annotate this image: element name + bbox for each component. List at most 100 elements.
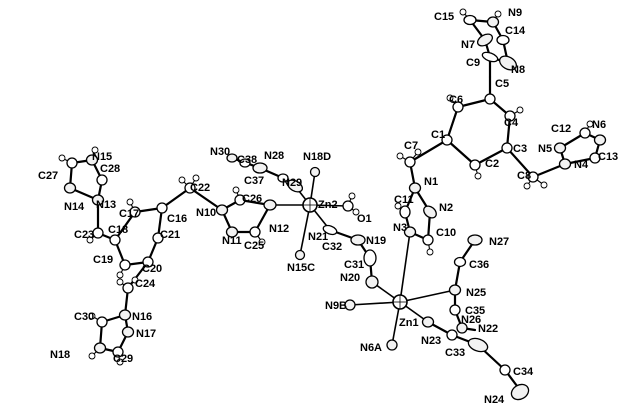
atom-label: C13 [598,151,618,163]
atom-label: C37 [244,175,264,187]
atom [192,174,200,182]
atom [234,194,246,206]
atom [589,152,601,164]
atom-label: N23 [421,335,441,347]
atom [116,278,124,286]
atom [494,10,502,18]
atom [510,383,530,401]
atom-label: C36 [469,259,489,271]
atom [112,346,124,358]
atom-label: N30 [210,146,230,158]
atom-label: N25 [466,287,486,299]
atom [558,158,572,170]
atom [239,158,251,168]
atom [109,234,121,246]
atom [322,224,338,236]
atom-label: N19 [366,235,386,247]
atom [277,173,289,183]
atom-label: N27 [489,236,509,248]
atom [58,154,66,162]
atom [459,8,467,16]
bond [299,204,311,256]
atom [423,205,437,219]
atom-label: C30 [74,311,94,323]
atom [484,93,496,105]
atom [421,316,435,328]
atom [258,238,266,246]
atom [286,179,304,193]
atom [122,282,134,294]
atom [96,316,108,328]
atom-label: C6 [449,94,463,106]
atom [386,339,398,351]
atom [352,208,360,216]
atom [86,236,94,244]
atom [294,249,306,261]
atom [426,248,434,256]
atom-label: N28 [264,150,284,162]
atom [408,182,422,194]
atom [496,34,510,46]
atom [226,153,238,163]
atom [403,226,417,238]
atom [498,55,518,71]
atom [178,176,186,184]
atoms [63,14,607,401]
atom [593,134,607,146]
atom [225,226,239,238]
atom [91,146,99,154]
bond [408,138,449,164]
atom [474,172,482,180]
atom [396,152,404,160]
atom-label: C29 [113,353,133,365]
atom [504,110,516,122]
bond [113,210,137,242]
atom [467,234,483,246]
atom [394,202,402,210]
atom [456,322,468,334]
atom-label: C12 [551,123,571,135]
bond [399,231,411,303]
atom-label: C21 [160,229,180,241]
atom-label: N15 [92,151,112,163]
atom [501,142,513,154]
atom-label: N10 [196,207,216,219]
atom [88,352,96,360]
atom-label: C31 [344,259,364,271]
atom-label: N24 [484,394,505,406]
atom-label: C25 [244,240,264,252]
atom [263,199,277,211]
atom [116,271,124,279]
atom-label: C16 [167,213,187,225]
atom-label: C33 [445,347,465,359]
atom [118,309,132,321]
atom [252,162,268,174]
atom [91,194,105,206]
atom [119,259,131,271]
atom-label: C15 [434,11,454,23]
atom-label: N8 [511,64,525,76]
atom-label: N17 [136,328,156,340]
atom-label: N14 [64,201,85,213]
atom [540,181,548,189]
atom [215,204,229,216]
atom [184,182,196,194]
atom-label: C5 [495,78,509,90]
atom-label: C34 [513,366,534,378]
atom-label: N29 [282,177,302,189]
atom [452,101,464,113]
atom-label: N6 [592,119,606,131]
atom [516,106,524,114]
atom [441,134,453,146]
bond [445,105,460,142]
atom [121,326,135,338]
atom-label: C23 [74,229,94,241]
atom-label: C11 [394,194,414,206]
atom-label: N18D [303,151,331,163]
atom [553,142,567,154]
atom-label: C32 [322,241,342,253]
atom [453,256,467,268]
atom [350,234,366,246]
